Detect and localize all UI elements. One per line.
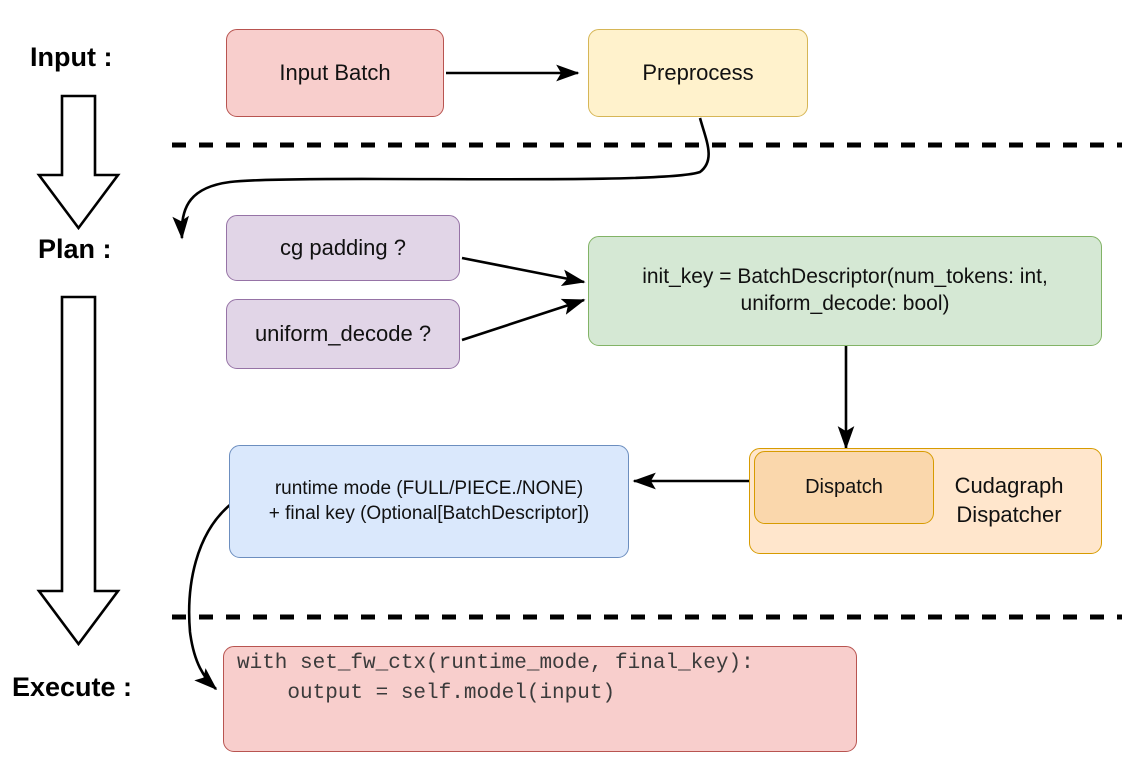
node-preprocess[interactable]: Preprocess	[588, 29, 808, 117]
node-execute-code[interactable]: with set_fw_ctx(runtime_mode, final_key)…	[223, 646, 857, 752]
node-dispatch-label: Dispatch	[805, 475, 883, 498]
node-runtime-mode[interactable]: runtime mode (FULL/PIECE./NONE) + final …	[229, 445, 629, 558]
node-cudagraph-dispatcher-label: Cudagraph Dispatcher	[925, 472, 1093, 529]
node-cudagraph-dispatcher-line-2: Dispatcher	[956, 502, 1062, 527]
cg-padding-to-init-key-arrow	[461, 256, 586, 286]
node-init-key-line-1: init_key = BatchDescriptor(num_tokens: i…	[642, 265, 1048, 289]
stage-label-input: Input :	[30, 42, 113, 72]
node-dispatch[interactable]: Dispatch	[754, 451, 934, 524]
node-init-key[interactable]: init_key = BatchDescriptor(num_tokens: i…	[588, 236, 1102, 346]
node-input-batch-label: Input Batch	[279, 59, 391, 85]
node-cg-padding-label: cg padding ?	[280, 234, 406, 260]
node-uniform-decode-label: uniform_decode ?	[254, 320, 432, 346]
uniform-decode-to-init-key-arrow	[461, 298, 586, 342]
plan-to-execute-block-arrow	[36, 295, 121, 647]
node-uniform-decode[interactable]: uniform_decode ?	[226, 299, 460, 369]
node-execute-code-line-2: output = self.model(input)	[237, 682, 616, 706]
node-execute-code-line-1: with set_fw_ctx(runtime_mode, final_key)…	[237, 652, 754, 675]
node-init-key-line-2: uniform_decode: bool)	[740, 292, 950, 315]
node-preprocess-label: Preprocess	[642, 59, 754, 85]
node-cg-padding[interactable]: cg padding ?	[226, 215, 460, 281]
node-cudagraph-dispatcher-line-1: Cudagraph	[954, 473, 1064, 499]
input-to-plan-block-arrow	[36, 94, 121, 231]
runtime-mode-to-execute-code-arrow	[187, 502, 232, 691]
preprocess-to-cg-padding-arrow	[172, 117, 710, 240]
stage-label-execute: Execute :	[12, 672, 133, 702]
node-input-batch[interactable]: Input Batch	[226, 29, 444, 117]
node-runtime-mode-line-2: + final key (Optional[BatchDescriptor])	[268, 502, 590, 524]
stage-label-plan: Plan :	[38, 234, 112, 264]
node-runtime-mode-line-1: runtime mode (FULL/PIECE./NONE)	[274, 478, 584, 500]
